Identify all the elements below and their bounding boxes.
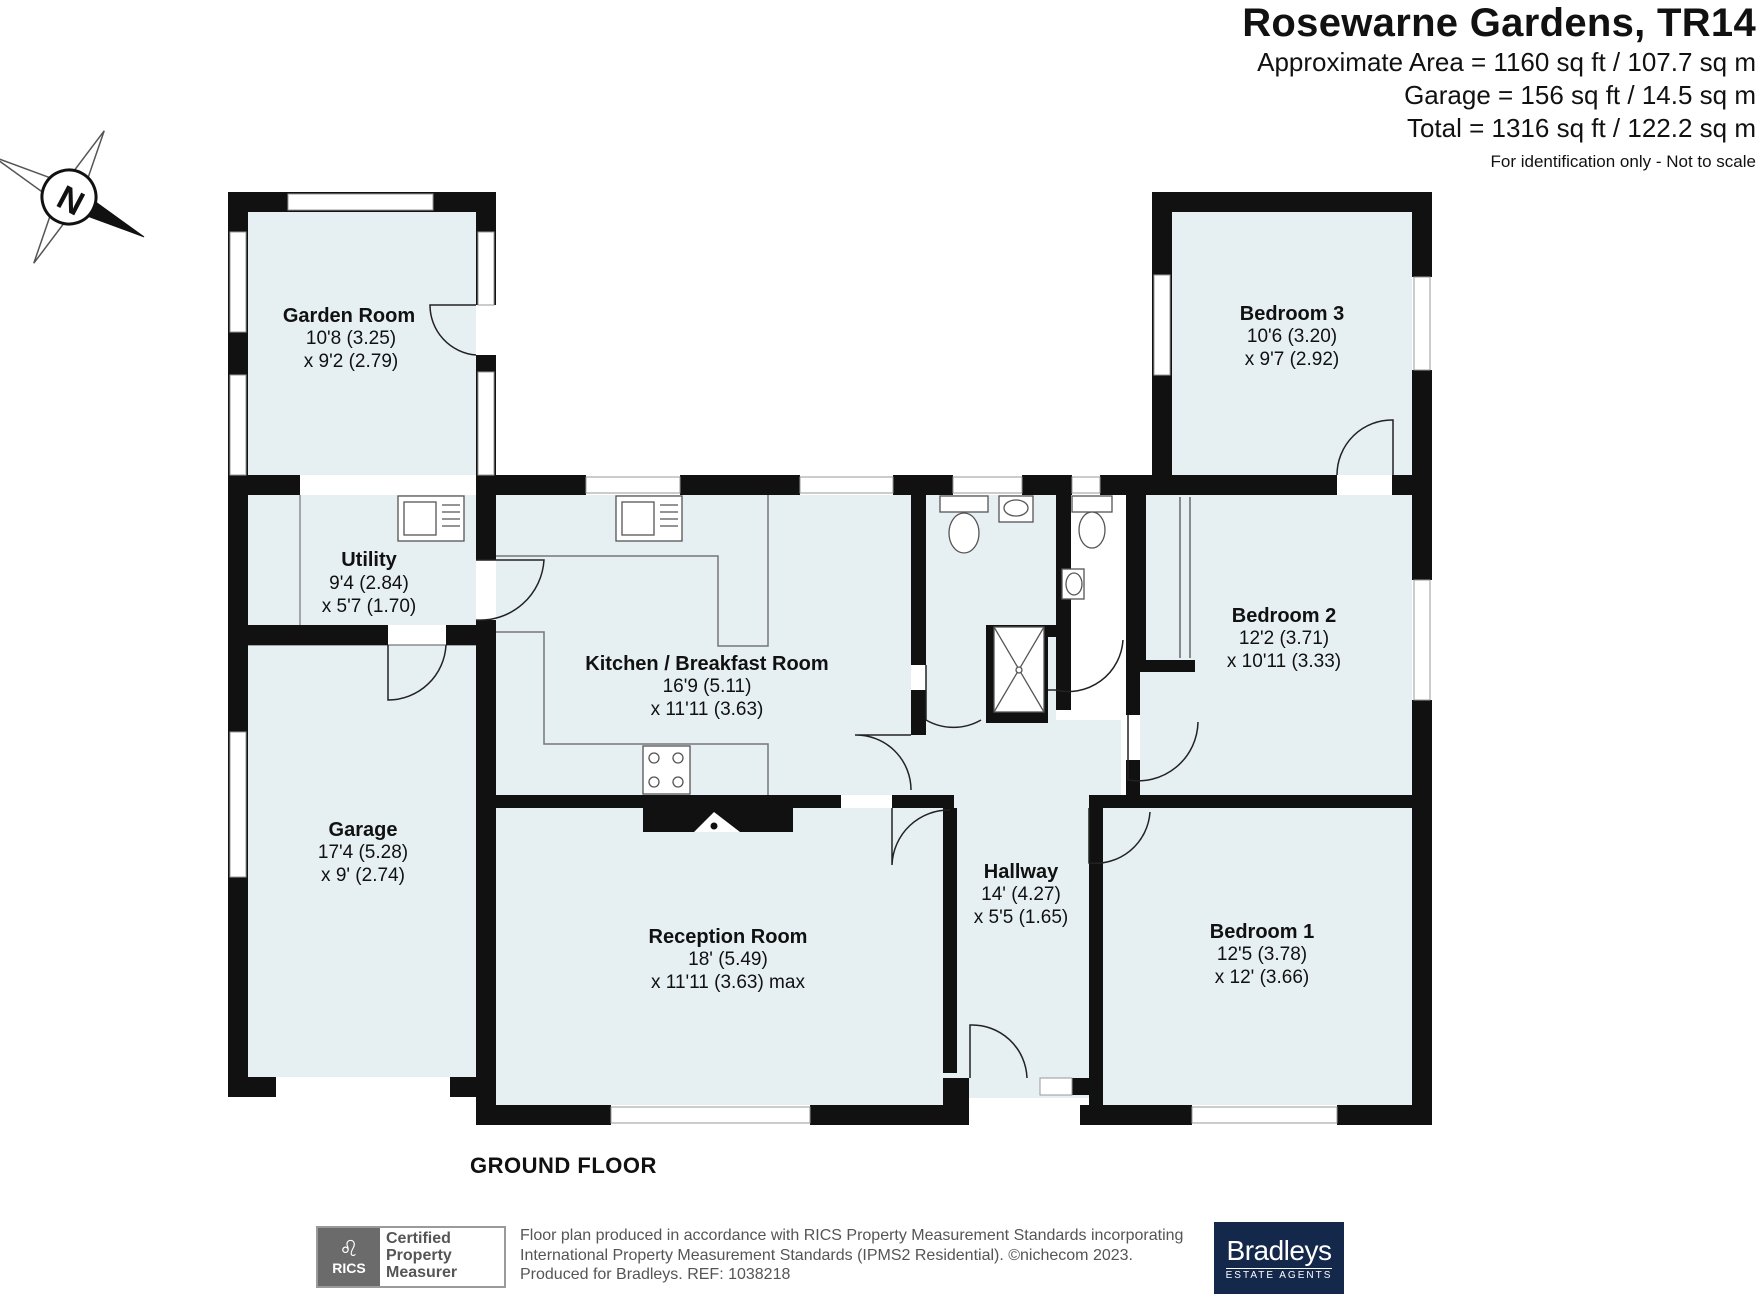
hob-icon	[642, 745, 691, 795]
room-name-bedroom-3: Bedroom 3	[1240, 303, 1344, 325]
garden-room-floor	[248, 212, 476, 475]
rics-logo-text: RICS	[332, 1260, 366, 1276]
area-garage: Garage = 156 sq ft / 14.5 sq m	[1404, 80, 1756, 110]
room-dim1-bedroom-2: 12'2 (3.71)	[1239, 628, 1329, 649]
room-name-kitchen: Kitchen / Breakfast Room	[585, 653, 828, 675]
washbasin-icon-2	[1061, 568, 1085, 600]
bedroom1-floor	[1103, 808, 1412, 1105]
room-name-hallway: Hallway	[984, 861, 1059, 883]
area-approximate: Approximate Area = 1160 sq ft / 107.7 sq…	[1257, 47, 1756, 77]
brand-sub: ESTATE AGENTS	[1225, 1267, 1333, 1281]
lion-icon: ♌	[339, 1236, 359, 1261]
room-dim1-bedroom-3: 10'6 (3.20)	[1247, 326, 1337, 347]
room-dim1-garage: 17'4 (5.28)	[318, 842, 408, 863]
rics-logo: ♌ RICS	[318, 1228, 380, 1286]
shower-icon	[986, 625, 1048, 723]
room-name-reception: Reception Room	[649, 926, 808, 948]
windows	[229, 193, 1431, 1124]
room-dim2-reception: x 11'11 (3.63) max	[651, 972, 805, 993]
toilet-icon	[939, 495, 989, 554]
reception-floor	[496, 808, 943, 1105]
room-labels: Garden Room 10'8 (3.25) x 9'2 (2.79) Uti…	[283, 303, 1344, 993]
garage-floor	[248, 645, 476, 1077]
room-dim1-utility: 9'4 (2.84)	[329, 573, 409, 594]
utility-sink-icon	[397, 495, 465, 542]
room-name-utility: Utility	[341, 549, 397, 571]
room-name-garage: Garage	[329, 819, 398, 841]
fireplace-icon	[694, 812, 740, 832]
footer-line-3: Produced for Bradleys. REF: 1038218	[520, 1266, 791, 1283]
rics-badge-line-3: Measurer	[386, 1264, 458, 1281]
rics-badge-text: Certified Property Measurer	[380, 1228, 463, 1286]
rics-badge: ♌ RICS Certified Property Measurer	[316, 1226, 506, 1288]
room-dim2-garage: x 9' (2.74)	[321, 865, 405, 886]
footer-line-2: International Property Measurement Stand…	[520, 1246, 1133, 1264]
room-dim1-kitchen: 16'9 (5.11)	[663, 676, 752, 697]
room-name-garden-room: Garden Room	[283, 305, 415, 327]
wardrobe-icon	[1179, 497, 1191, 658]
footer-line-1: Floor plan produced in accordance with R…	[520, 1227, 1184, 1244]
kitchen-counter	[496, 495, 769, 795]
room-name-bedroom-1: Bedroom 1	[1210, 921, 1314, 943]
room-name-bedroom-2: Bedroom 2	[1232, 605, 1336, 627]
fixtures	[397, 495, 1191, 832]
brand-name: Bradleys	[1226, 1234, 1332, 1266]
room-dim2-hallway: x 5'5 (1.65)	[974, 907, 1068, 928]
room-dim1-reception: 18' (5.49)	[688, 949, 768, 970]
compass	[0, 130, 145, 264]
kitchen-sink-icon	[615, 495, 683, 542]
room-dim2-bedroom-1: x 12' (3.66)	[1215, 967, 1309, 988]
footer-text: Floor plan produced in accordance with R…	[520, 1226, 1183, 1285]
property-title: Rosewarne Gardens, TR14	[1242, 1, 1756, 45]
doors	[387, 304, 1394, 1079]
room-dim2-bedroom-2: x 10'11 (3.33)	[1227, 651, 1341, 672]
kitchen-floor	[496, 495, 911, 795]
room-dim2-garden-room: x 9'2 (2.79)	[304, 351, 398, 372]
washbasin-icon	[998, 495, 1034, 523]
rics-badge-line-1: Certified	[386, 1230, 451, 1247]
room-dim2-kitchen: x 11'11 (3.63)	[651, 699, 764, 720]
room-dim1-hallway: 14' (4.27)	[981, 884, 1061, 905]
room-dim2-bedroom-3: x 9'7 (2.92)	[1245, 349, 1339, 370]
bedroom3-floor	[1172, 212, 1412, 475]
plan-header: Rosewarne Gardens, TR14 Approximate Area…	[1242, 0, 1756, 175]
scale-disclaimer: For identification only - Not to scale	[1490, 152, 1756, 171]
room-dim1-bedroom-1: 12'5 (3.78)	[1217, 944, 1307, 965]
room-dim1-garden-room: 10'8 (3.25)	[306, 328, 396, 349]
toilet-icon-2	[1071, 495, 1113, 549]
rics-badge-line-2: Property	[386, 1247, 452, 1264]
bradleys-logo: Bradleys ESTATE AGENTS	[1214, 1222, 1344, 1294]
floor-label: GROUND FLOOR	[470, 1153, 657, 1178]
room-dim2-utility: x 5'7 (1.70)	[322, 596, 416, 617]
area-total: Total = 1316 sq ft / 122.2 sq m	[1406, 113, 1756, 143]
bedroom2-floor	[1140, 495, 1412, 795]
